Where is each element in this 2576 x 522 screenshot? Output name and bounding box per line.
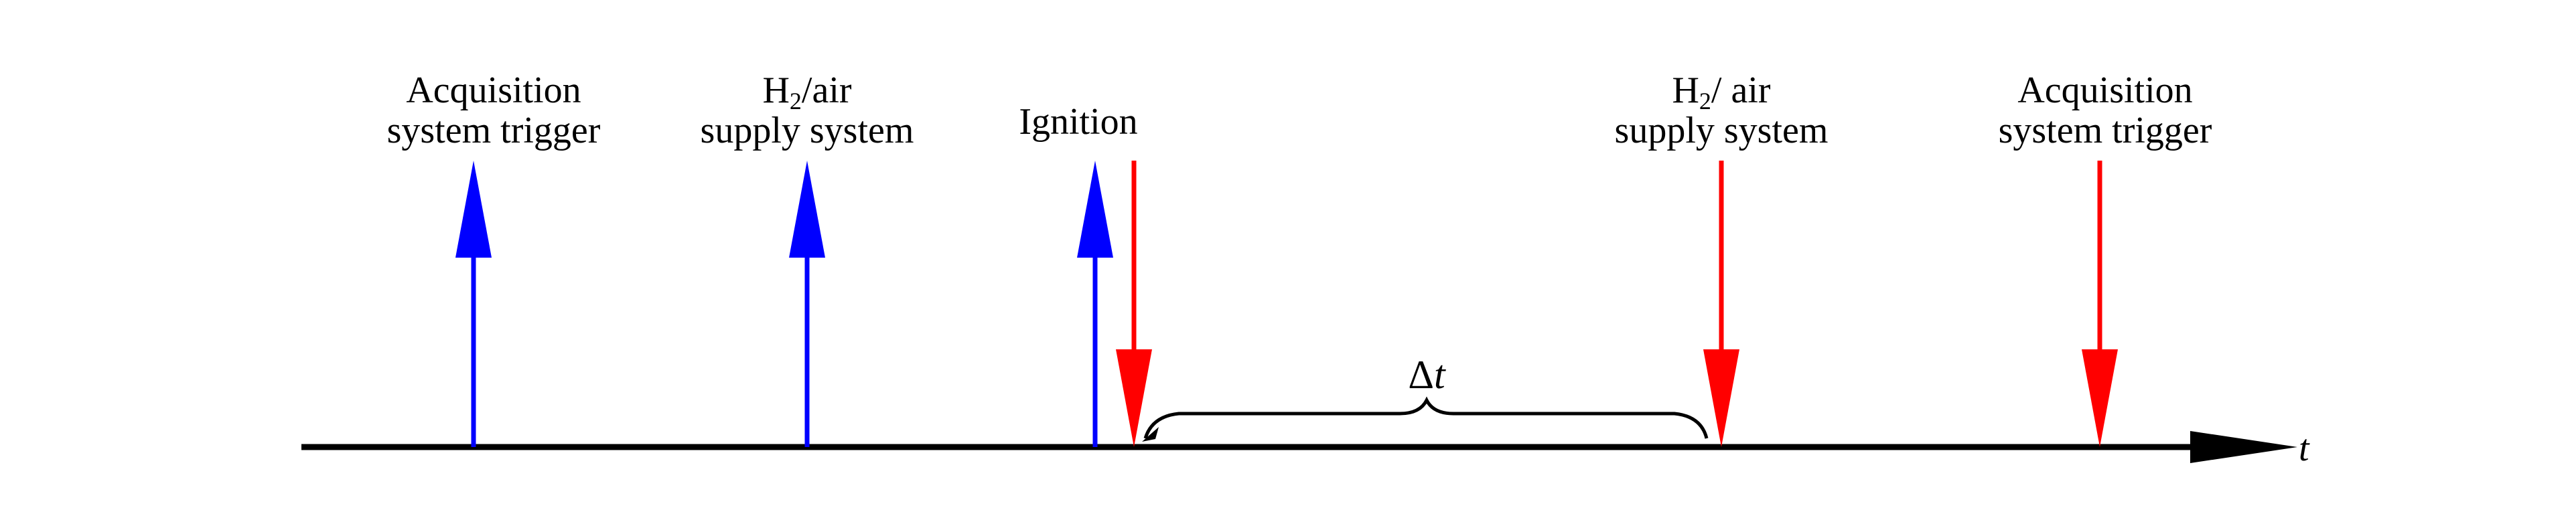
supply-start-line1: H2/air — [701, 70, 914, 113]
ignition-label: Ignition — [1019, 102, 1137, 142]
acq-trigger-stop-arrow — [2082, 161, 2118, 447]
supply-stop-line1: H2/ air — [1615, 70, 1829, 113]
acq-trigger-stop-line1: Acquisition — [2017, 70, 2193, 111]
ignition-end-arrow — [1116, 161, 1152, 447]
supply-start-species: H — [762, 70, 790, 111]
supply-stop-subscript: 2 — [1699, 88, 1711, 114]
acq-trigger-start-line2: system trigger — [386, 110, 601, 151]
acq-trigger-stop-label: Acquisition system trigger — [1999, 70, 2212, 151]
ignition-arrow — [1077, 161, 1113, 447]
interval-time-var: t — [1433, 353, 1445, 397]
supply-start-label: H2/air supply system — [701, 70, 914, 151]
time-axis-label: t — [2299, 428, 2309, 469]
acq-trigger-start-arrow — [455, 161, 492, 447]
supply-stop-species: H — [1672, 70, 1699, 111]
supply-start-oxidizer: /air — [801, 70, 852, 111]
supply-start-arrow — [789, 161, 825, 447]
interval-label: Δt — [1408, 355, 1445, 395]
supply-start-line2: supply system — [700, 110, 914, 151]
supply-stop-arrow — [1703, 161, 1739, 447]
interval-delta-symbol: Δ — [1408, 353, 1434, 397]
acq-trigger-stop-line2: system trigger — [1998, 110, 2212, 151]
supply-stop-label: H2/ air supply system — [1615, 70, 1829, 151]
acq-trigger-start-label: Acquisition system trigger — [387, 70, 601, 151]
supply-start-subscript: 2 — [789, 88, 802, 114]
time-axis-arrowhead — [2190, 431, 2297, 463]
supply-stop-line2: supply system — [1614, 110, 1829, 151]
ignition-line1: Ignition — [1019, 101, 1138, 143]
interval-brace — [1143, 396, 1709, 439]
interval-brace-tip — [1142, 427, 1159, 442]
supply-stop-oxidizer: / air — [1711, 70, 1771, 111]
acq-trigger-start-line1: Acquisition — [406, 70, 581, 111]
